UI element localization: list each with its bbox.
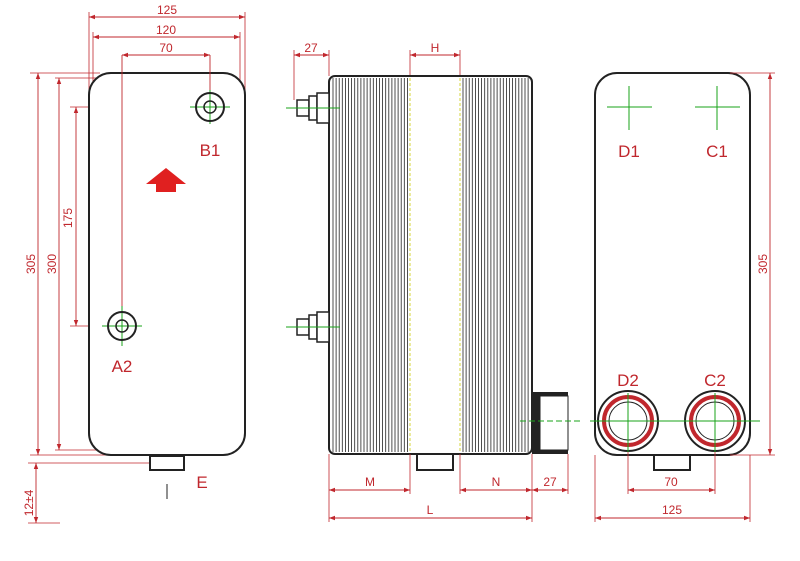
arrowhead bbox=[56, 444, 62, 450]
arrowhead bbox=[323, 52, 329, 58]
port-label-d1: D1 bbox=[618, 142, 640, 161]
arrowhead bbox=[73, 320, 79, 326]
arrowhead bbox=[35, 73, 41, 79]
arrowhead bbox=[122, 52, 128, 58]
front-plate-body bbox=[88, 72, 246, 456]
plate-pack-right bbox=[462, 78, 529, 452]
port-label-b1: B1 bbox=[200, 141, 221, 160]
arrowhead bbox=[404, 487, 410, 493]
plate-pack-left bbox=[332, 78, 408, 452]
arrowhead bbox=[532, 487, 538, 493]
dim-width-inner: 120 bbox=[156, 23, 176, 37]
dim-port-vertical: 175 bbox=[61, 208, 75, 228]
arrowhead bbox=[744, 515, 750, 521]
rear-view: D1 C1 D2 C2 305 70 125 bbox=[590, 72, 775, 522]
arrowhead bbox=[709, 487, 715, 493]
arrowhead bbox=[329, 487, 335, 493]
dim-section-m: M bbox=[365, 475, 375, 489]
port-label-c1: C1 bbox=[706, 142, 728, 161]
dim-port-spacing: 70 bbox=[159, 41, 173, 55]
arrowhead bbox=[767, 449, 773, 455]
dimension-arrowheads bbox=[33, 14, 773, 523]
arrowhead bbox=[33, 517, 39, 523]
dim-conn-bottom: 27 bbox=[543, 475, 557, 489]
side-view: 27 H bbox=[286, 41, 582, 522]
arrowhead bbox=[89, 14, 95, 20]
arrowhead bbox=[454, 52, 460, 58]
arrowhead bbox=[562, 487, 568, 493]
dim-gap-h: H bbox=[431, 41, 440, 55]
dim-rear-height: 305 bbox=[756, 254, 770, 274]
arrowhead bbox=[93, 34, 99, 40]
port-b1 bbox=[195, 92, 225, 122]
arrowhead bbox=[526, 487, 532, 493]
arrowhead bbox=[35, 449, 41, 455]
flow-direction-arrow-icon bbox=[146, 168, 186, 192]
arrowhead bbox=[628, 487, 634, 493]
arrowhead bbox=[73, 107, 79, 113]
side-connection-bottom bbox=[286, 311, 340, 343]
drain-label-e: E bbox=[196, 473, 207, 492]
arrowhead bbox=[595, 515, 601, 521]
rear-drain-stub bbox=[653, 454, 691, 471]
side-connection-top bbox=[286, 92, 340, 124]
dim-width-outer: 125 bbox=[157, 3, 177, 17]
dim-section-n: N bbox=[492, 475, 501, 489]
arrowhead bbox=[526, 515, 532, 521]
arrowhead bbox=[294, 52, 300, 58]
dim-height-outer: 305 bbox=[24, 254, 38, 274]
arrowhead bbox=[33, 463, 39, 469]
dim-foot: 12±4 bbox=[22, 489, 36, 516]
arrowhead bbox=[329, 515, 335, 521]
arrowhead bbox=[239, 14, 245, 20]
arrowhead bbox=[410, 52, 416, 58]
dim-rear-width: 125 bbox=[662, 503, 682, 517]
arrowhead bbox=[234, 34, 240, 40]
dim-conn-top: 27 bbox=[304, 41, 318, 55]
arrowhead bbox=[204, 52, 210, 58]
port-a2 bbox=[107, 311, 137, 341]
arrowhead bbox=[460, 487, 466, 493]
dim-height-inner: 300 bbox=[45, 254, 59, 274]
arrowhead bbox=[767, 73, 773, 79]
port-label-a2: A2 bbox=[112, 357, 133, 376]
dim-rear-port-spacing: 70 bbox=[664, 475, 678, 489]
front-view: 125 120 70 305 300 175 12±4 bbox=[22, 3, 246, 524]
side-drain-stub bbox=[416, 453, 454, 471]
dim-total-l: L bbox=[427, 503, 434, 517]
arrowhead bbox=[56, 78, 62, 84]
side-connection-right bbox=[520, 392, 582, 454]
port-label-c2: C2 bbox=[704, 371, 726, 390]
port-label-d2: D2 bbox=[617, 371, 639, 390]
